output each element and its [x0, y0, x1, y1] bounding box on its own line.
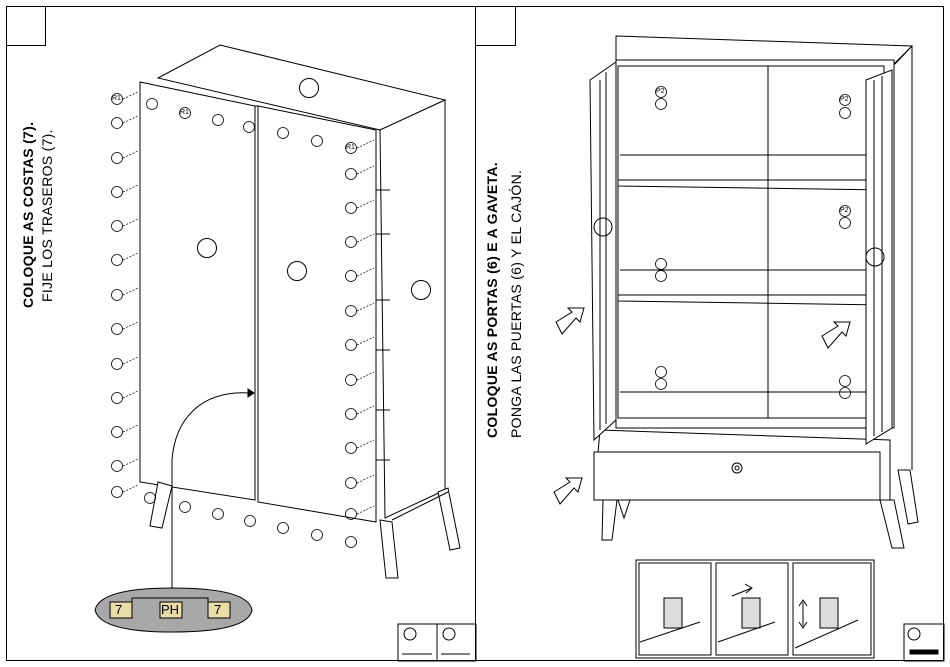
tool-icons-left [398, 624, 476, 661]
tool-icons-right [904, 624, 944, 661]
panel-joint-detail [95, 588, 252, 632]
hinge-adjust-details [636, 560, 874, 658]
cabinet-front-illustration [554, 36, 918, 548]
